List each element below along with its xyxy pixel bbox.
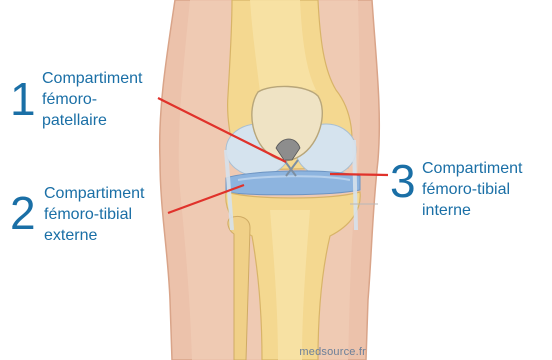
leader-line-3 [330,174,388,175]
callout-number: 1 [10,76,36,122]
callout-label-line: fémoro-tibial [422,179,522,200]
callout-label-line: externe [44,225,144,246]
callout-label-line: fémoro-tibial [44,204,144,225]
callout-label-line: Compartiment [42,68,142,89]
callout-label: Compartiment fémoro-tibial interne [422,158,522,221]
callout-label: Compartiment fémoro-tibial externe [44,183,144,246]
callout-number: 2 [10,190,36,236]
callout-label-line: interne [422,200,522,221]
callout-number: 3 [390,158,416,204]
callout-label: Compartiment fémoro- patellaire [42,68,142,131]
callout-label-line: patellaire [42,110,142,131]
medial-collateral-ligament [354,140,356,230]
callout-label-line: Compartiment [422,158,522,179]
callout-label-line: fémoro- [42,89,142,110]
callout-label-line: Compartiment [44,183,144,204]
source-credit: medsource.fr [299,346,366,358]
